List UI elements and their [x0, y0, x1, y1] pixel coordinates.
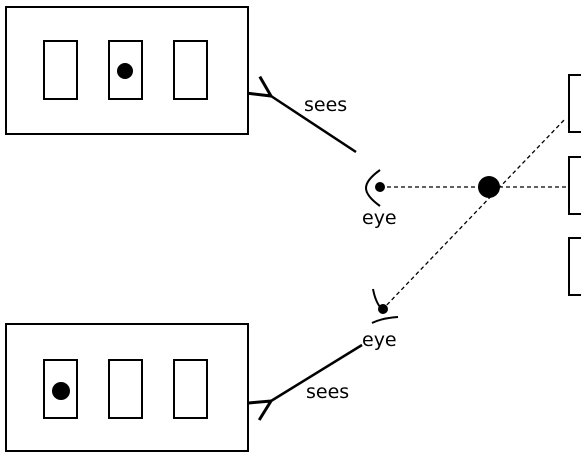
bottom-eye-label: eye	[362, 329, 397, 351]
bottom-view-window-middle	[108, 359, 143, 419]
bottom-arrow-icon	[271, 343, 363, 401]
background-window-top	[568, 74, 581, 133]
eye-icon	[371, 288, 399, 324]
background-windows	[568, 74, 581, 296]
top-eye-label: eye	[362, 207, 397, 229]
diagonal-sightline	[381, 117, 567, 311]
bottom-view-window-left	[43, 359, 78, 419]
bottom-view-ball	[52, 382, 70, 400]
bottom-sees-label: sees	[306, 381, 349, 403]
top-view-frame	[5, 6, 249, 135]
top-view-window-right	[173, 40, 208, 100]
bottom-view-window-right	[173, 359, 208, 419]
top-arrow-icon	[271, 96, 357, 154]
bottom-view-frame	[5, 323, 249, 452]
eye-icon	[364, 169, 385, 207]
top-view-window-left	[43, 40, 78, 100]
top-view-ball	[117, 63, 133, 79]
bottom-view-panel	[5, 323, 249, 452]
background-window-middle	[568, 156, 581, 215]
top-view-window-middle	[108, 40, 143, 100]
background-window-bottom	[568, 237, 581, 296]
top-sees-label: sees	[304, 94, 347, 116]
ball	[478, 176, 500, 198]
top-view-panel	[5, 6, 249, 135]
lines-of-sight	[380, 117, 567, 311]
